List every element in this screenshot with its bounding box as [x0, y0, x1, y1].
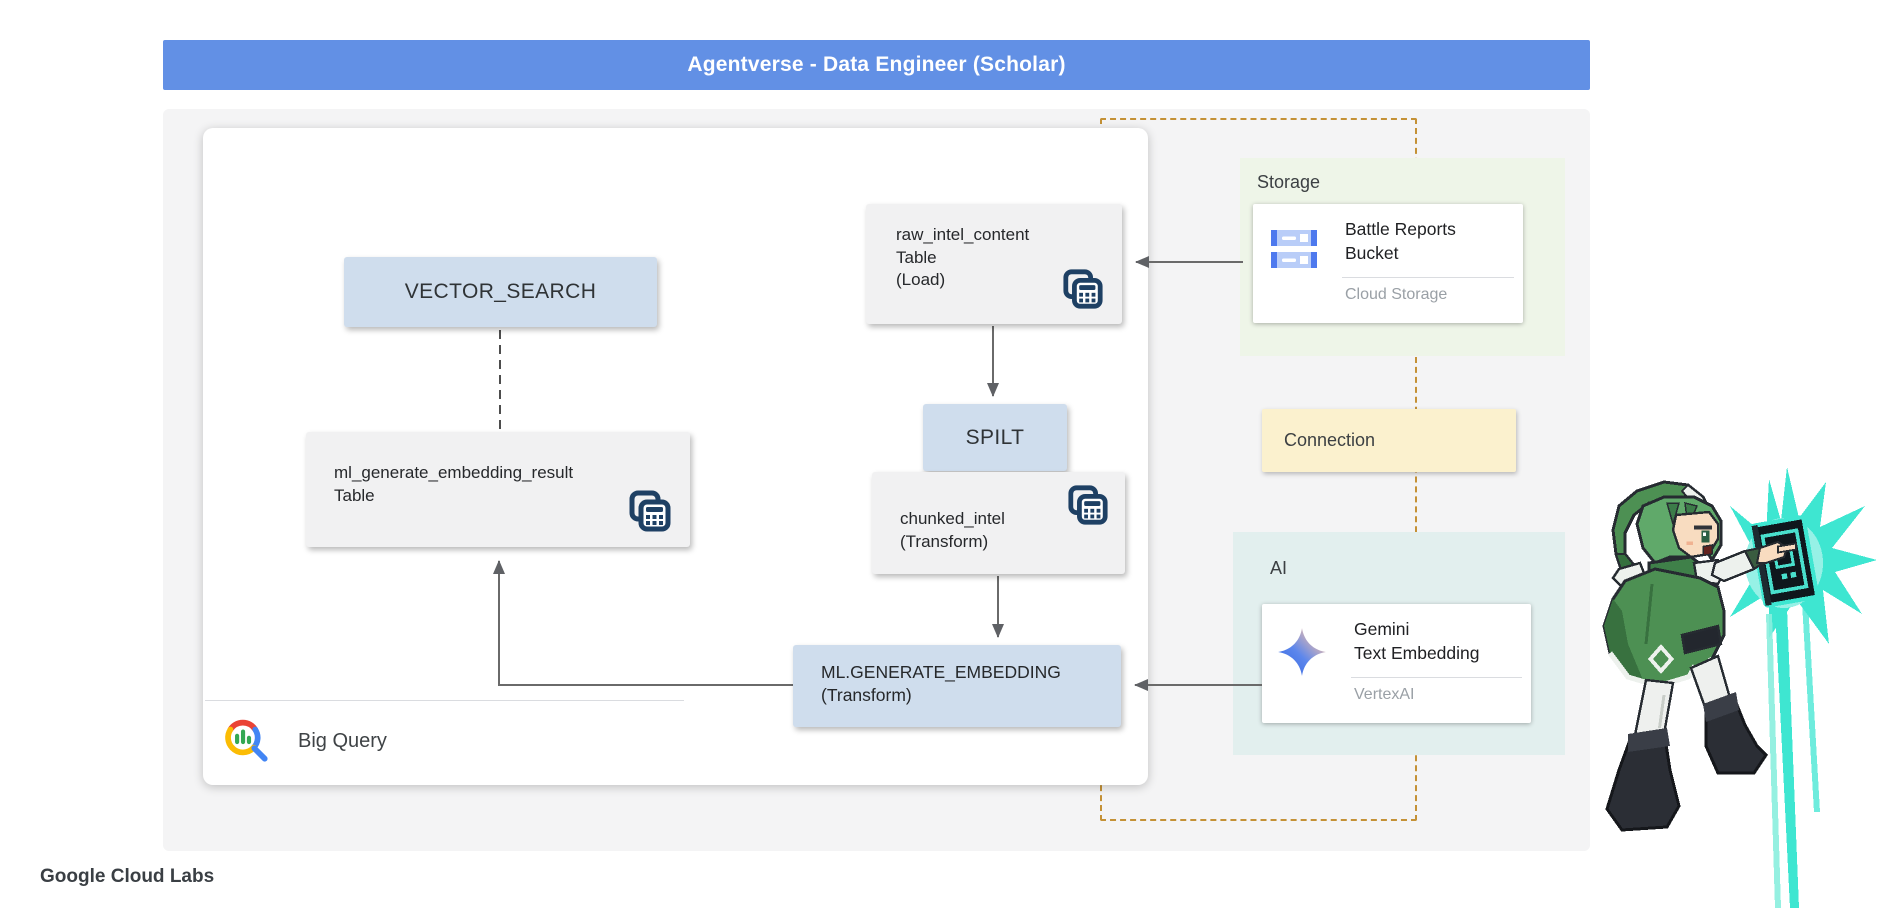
ai-section: AI Gemini Text Embedding VertexAI: [1233, 532, 1565, 755]
battle-reports-bucket-card: Battle Reports Bucket Cloud Storage: [1253, 204, 1523, 323]
cloud-storage-caption: Cloud Storage: [1345, 286, 1448, 303]
vertexai-caption: VertexAI: [1354, 686, 1415, 703]
ml-generate-embedding-node: ML.GENERATE_EMBEDDING (Transform): [793, 645, 1121, 727]
green-mage-figure: [1602, 480, 1797, 832]
scholar-character-sprite: [1602, 467, 1877, 908]
connection-node: Connection: [1262, 409, 1516, 472]
spell-burst: [1715, 467, 1877, 644]
spell-streak: [1775, 608, 1799, 908]
card-divider: [1342, 277, 1514, 278]
bigquery-footer-divider: [205, 700, 684, 701]
ai-section-label: AI: [1270, 558, 1288, 578]
google-cloud-labs-brand: Google Cloud Labs: [40, 866, 215, 887]
connection-label: Connection: [1284, 430, 1376, 450]
ml-result-table-node: ml_generate_embedding_result Table: [306, 432, 690, 547]
table-icon: [629, 490, 671, 532]
table-icon: [1063, 269, 1103, 309]
bigquery-label: Big Query: [298, 729, 387, 752]
gemini-sparkle-icon: [1278, 628, 1326, 676]
battle-reports-bucket-title: Battle Reports Bucket: [1345, 219, 1456, 263]
card-divider: [1351, 677, 1522, 678]
gemini-text-embedding-card: Gemini Text Embedding VertexAI: [1262, 604, 1531, 723]
page-title: Agentverse - Data Engineer (Scholar): [687, 53, 1066, 76]
glowing-tome-icon: [1749, 515, 1819, 608]
table-icon: [1068, 485, 1108, 525]
chunked-intel-node: chunked_intel (Transform): [872, 472, 1125, 574]
diagram-title-bar: Agentverse - Data Engineer (Scholar): [163, 40, 1590, 90]
cloud-storage-bucket-icon: [1271, 230, 1317, 268]
storage-section-label: Storage: [1257, 172, 1321, 192]
vector-search-node: VECTOR_SEARCH: [344, 257, 657, 327]
bigquery-magnifier-logo: [225, 719, 268, 762]
raw-intel-content-node: raw_intel_content Table (Load): [866, 204, 1122, 324]
storage-section: Storage Battle Reports Bucket: [1240, 158, 1565, 356]
split-node: SPILT: [923, 404, 1067, 471]
gemini-card-title: Gemini Text Embedding: [1354, 619, 1480, 663]
